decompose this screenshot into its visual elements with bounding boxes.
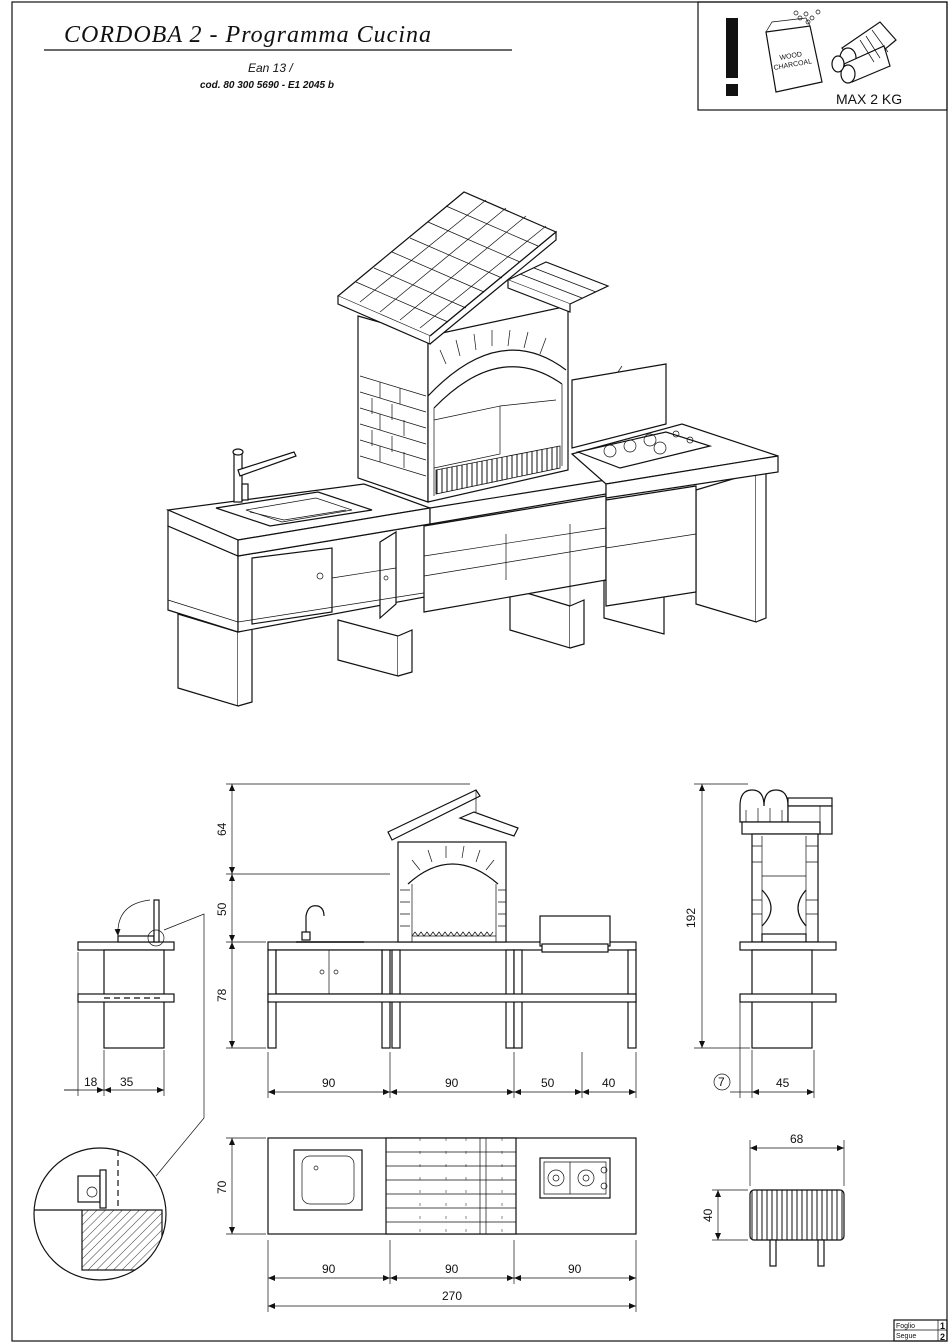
firewood-logs-icon xyxy=(832,22,896,83)
front-height-dim-3: 78 xyxy=(215,988,229,1002)
grate-detail: 68 40 xyxy=(701,1132,844,1266)
segue-label: Segue xyxy=(896,1333,916,1340)
front-width-dim-3: 50 xyxy=(541,1076,555,1090)
barbecue-oven xyxy=(358,306,568,502)
cabinet-door-open xyxy=(380,532,396,618)
plan-width-dim-3: 90 xyxy=(568,1262,582,1276)
right-side-view: 192 7 45 xyxy=(684,784,836,1098)
title-block: CORDOBA 2 - Programma Cucina Ean 13 / co… xyxy=(44,22,512,91)
left-side-dim-2: 35 xyxy=(120,1075,134,1089)
plan-hob xyxy=(540,1158,610,1198)
right-total-height: 192 xyxy=(684,908,698,928)
front-width-dim-2: 90 xyxy=(445,1076,459,1090)
plan-total-dim: 270 xyxy=(442,1289,462,1303)
left-side-view: 18 35 xyxy=(64,900,204,1176)
plan-width-dim-2: 90 xyxy=(445,1262,459,1276)
grate-width-dim: 68 xyxy=(790,1132,804,1146)
product-code: cod. 80 300 5690 - E1 2045 b xyxy=(200,80,334,91)
ean-label: Ean 13 / xyxy=(248,61,294,75)
right-circled-dim: 7 xyxy=(718,1075,725,1089)
front-width-dim-4: 40 xyxy=(602,1076,616,1090)
exclamation-icon xyxy=(726,18,738,96)
foglio-label: Foglio xyxy=(896,1323,915,1330)
detail-circle xyxy=(30,1140,166,1280)
plan-width-dim-1: 90 xyxy=(322,1262,336,1276)
warning-box: WOOD CHARCOAL MAX 2 KG xyxy=(698,2,947,110)
left-side-dim-1: 18 xyxy=(84,1075,98,1089)
front-view: 64 50 78 90 90 50 40 xyxy=(215,784,636,1098)
right-depth-dim: 45 xyxy=(776,1076,790,1090)
plan-view: 70 90 90 90 270 xyxy=(215,1138,636,1312)
charcoal-bag-icon: WOOD CHARCOAL xyxy=(766,10,822,92)
front-height-dim-2: 50 xyxy=(215,902,229,916)
segue-value: 2 xyxy=(940,1332,945,1342)
plan-depth-dim: 70 xyxy=(215,1180,229,1194)
foglio-value: 1 xyxy=(940,1321,945,1331)
grate-height-dim: 40 xyxy=(701,1208,715,1222)
cabinet-door-left xyxy=(252,548,332,624)
document-title: CORDOBA 2 - Programma Cucina xyxy=(64,22,432,48)
sheet-info-box: Foglio 1 Segue 2 xyxy=(894,1320,947,1342)
isometric-view xyxy=(168,192,778,706)
front-height-dim-1: 64 xyxy=(215,822,229,836)
front-width-dim-1: 90 xyxy=(322,1076,336,1090)
max-load-label: MAX 2 KG xyxy=(836,91,902,107)
